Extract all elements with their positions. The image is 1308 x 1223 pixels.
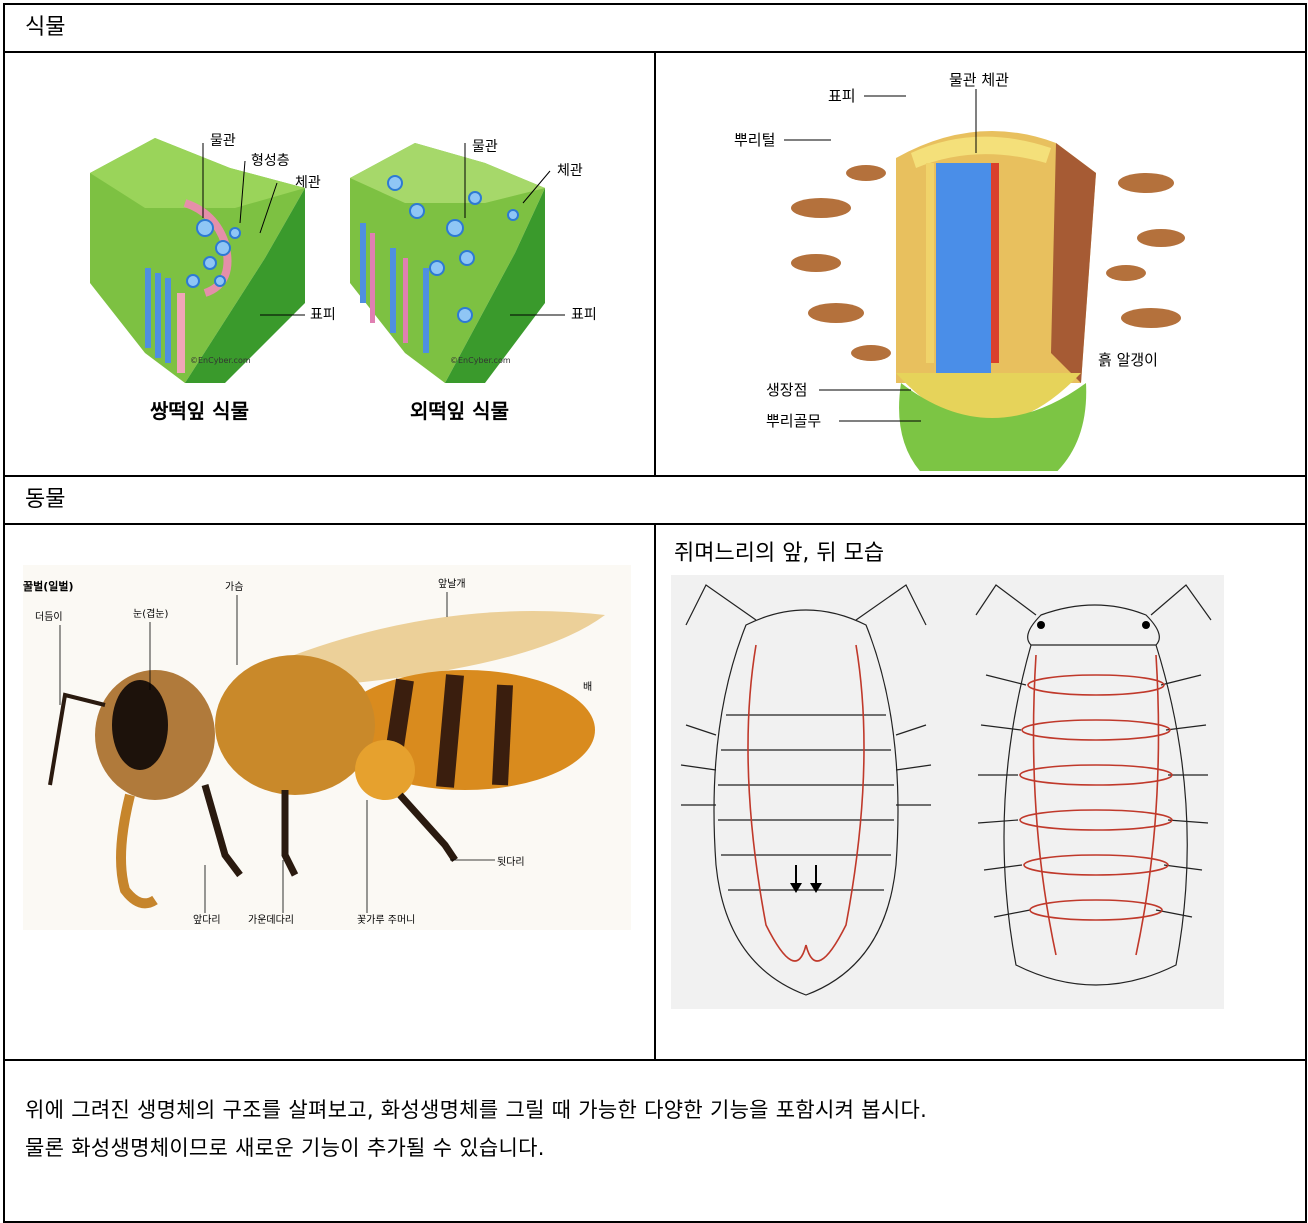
phloem-label-2: 체관: [557, 163, 583, 179]
front-leg-label: 앞다리: [193, 914, 221, 926]
pollen-basket-label: 꽃가루 주머니: [357, 914, 415, 926]
leaf-cross-section-cell: 물관 형성층 체관 표피 ©EnCyber.com: [4, 52, 655, 476]
root-tip-figure: 물관 체관 표피 뿌리털 흙 알갱이 생장점 뿌리골무: [656, 53, 1307, 471]
root-epidermis-label: 표피: [828, 87, 856, 105]
dicot-title: 쌍떡잎 식물: [150, 399, 249, 423]
plant-section-header: 식물: [4, 4, 1306, 52]
dicot-leaf-illustration: [90, 138, 305, 383]
soil-particle-label: 흙 알갱이: [1098, 351, 1158, 369]
root-hair-label: 뿌리털: [734, 131, 775, 149]
instruction-line-2: 물론 화성생명체이므로 새로운 기능이 추가될 수 있습니다.: [25, 1129, 1285, 1167]
worksheet-table: 식물: [3, 3, 1307, 1223]
pillbug-cell: 쥐며느리의 앞, 뒤 모습: [655, 524, 1306, 1060]
abdomen-label: 배: [583, 681, 592, 693]
watermark-2: ©EnCyber.com: [450, 356, 511, 365]
cambium-label: 형성층: [251, 153, 290, 169]
monocot-title: 외떡잎 식물: [410, 399, 509, 423]
xylem-label-2: 물관: [472, 139, 498, 155]
root-tip-illustration: [791, 131, 1185, 471]
wing-label: 앞날개: [438, 578, 466, 590]
pillbug-caption: 쥐며느리의 앞, 뒤 모습: [656, 525, 1305, 565]
watermark-1: ©EnCyber.com: [190, 356, 251, 365]
leaf-cross-section-figure: 물관 형성층 체관 표피 ©EnCyber.com: [5, 53, 656, 471]
monocot-leaf-illustration: [350, 143, 545, 383]
xylem-phloem-label: 물관 체관: [949, 71, 1009, 89]
root-tip-cell: 물관 체관 표피 뿌리털 흙 알갱이 생장점 뿌리골무: [655, 52, 1306, 476]
honeybee-figure: 꿀벌(일벌) 더듬이 눈(겹눈) 가슴 앞날개 배 뒷다리 앞다리 가운데다리 …: [5, 525, 656, 1055]
eye-label: 눈(겹눈): [133, 608, 169, 620]
hind-leg-label: 뒷다리: [497, 855, 525, 868]
growth-point-label: 생장점: [766, 381, 807, 399]
instruction-text: 위에 그려진 생명체의 구조를 살펴보고, 화성생명체를 그릴 때 가능한 다양…: [4, 1060, 1306, 1222]
instruction-line-1: 위에 그려진 생명체의 구조를 살펴보고, 화성생명체를 그릴 때 가능한 다양…: [25, 1091, 1285, 1129]
mid-leg-label: 가운데다리: [248, 914, 294, 926]
honeybee-cell: 꿀벌(일벌) 더듬이 눈(겹눈) 가슴 앞날개 배 뒷다리 앞다리 가운데다리 …: [4, 524, 655, 1060]
thorax-label: 가슴: [225, 581, 243, 593]
pillbug-figure: [656, 565, 1307, 1053]
animal-section-header: 동물: [4, 476, 1306, 524]
antenna-label: 더듬이: [35, 611, 63, 623]
bee-title-label: 꿀벌(일벌): [23, 579, 74, 593]
phloem-label-1: 체관: [295, 175, 321, 191]
epidermis-label-1: 표피: [310, 307, 336, 323]
root-cap-label: 뿌리골무: [766, 412, 821, 430]
epidermis-label-2: 표피: [571, 307, 597, 323]
xylem-label-1: 물관: [210, 133, 236, 149]
